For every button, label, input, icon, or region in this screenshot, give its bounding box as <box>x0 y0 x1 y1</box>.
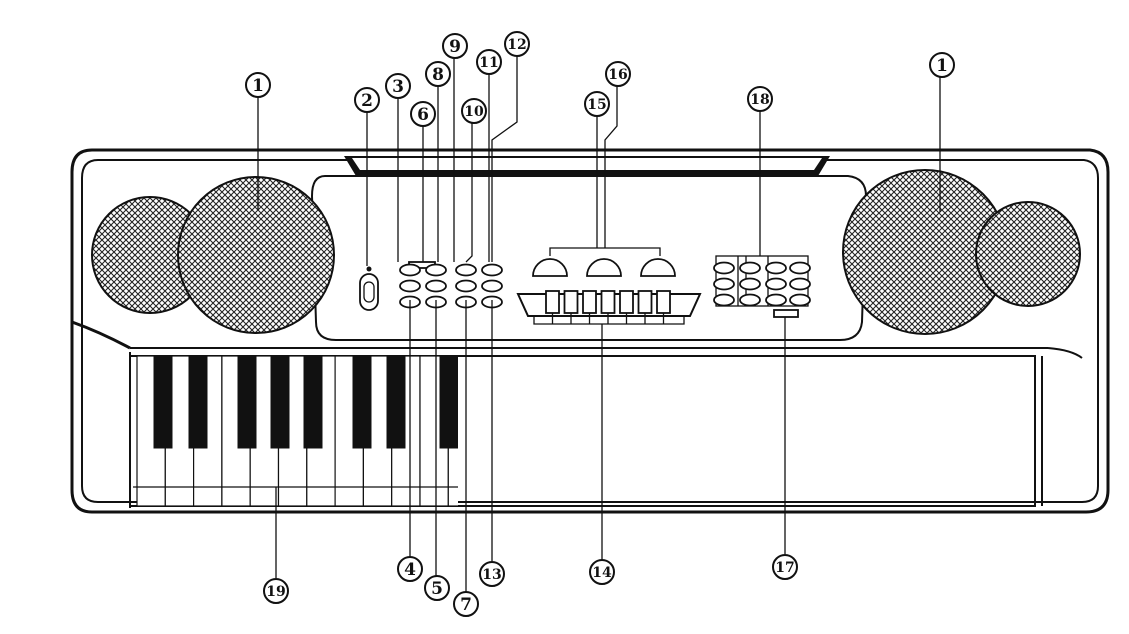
right-button-r3c3[interactable] <box>765 293 787 307</box>
right-button-r2c1[interactable] <box>713 277 735 291</box>
svg-text:16: 16 <box>608 67 627 83</box>
svg-text:6: 6 <box>417 105 429 125</box>
right-button-r1c4[interactable] <box>789 261 811 275</box>
svg-text:11: 11 <box>479 55 498 71</box>
svg-text:10: 10 <box>464 104 484 120</box>
callout-6: 6 <box>410 101 436 127</box>
dome-button-2[interactable] <box>586 258 622 277</box>
percussion-pad-6[interactable] <box>637 290 653 314</box>
svg-text:19: 19 <box>266 584 285 600</box>
callout-1-right-speaker: 1 <box>929 52 955 78</box>
right-button-r2c3[interactable] <box>765 277 787 291</box>
black-key[interactable] <box>237 356 257 449</box>
right-button-r1c2[interactable] <box>739 261 761 275</box>
callout-13: 13 <box>479 561 505 587</box>
right-button-r3c4[interactable] <box>789 293 811 307</box>
percussion-pad-5[interactable] <box>619 290 634 314</box>
svg-text:14: 14 <box>592 565 612 581</box>
music-rest <box>344 156 830 176</box>
function-button-r2c4[interactable] <box>481 279 503 293</box>
percussion-pad-3[interactable] <box>582 290 597 314</box>
callout-18: 18 <box>747 86 773 112</box>
callout-19: 19 <box>263 578 289 604</box>
svg-text:15: 15 <box>587 97 606 113</box>
percussion-pad-4[interactable] <box>600 290 616 314</box>
callout-8: 8 <box>425 61 451 87</box>
callout-3: 3 <box>385 73 411 99</box>
svg-text:7: 7 <box>460 595 472 615</box>
black-key[interactable] <box>386 356 406 449</box>
function-button-r1c3[interactable] <box>455 263 477 277</box>
callout-7: 7 <box>453 591 479 617</box>
callout-17: 17 <box>772 554 798 580</box>
function-button-r2c1[interactable] <box>399 279 421 293</box>
percussion-pad-2[interactable] <box>563 290 579 314</box>
black-key[interactable] <box>439 356 458 449</box>
right-block-tab <box>773 309 799 318</box>
svg-text:18: 18 <box>750 92 769 108</box>
right-button-r2c4[interactable] <box>789 277 811 291</box>
function-button-r1c1[interactable] <box>399 263 421 277</box>
callout-12: 12 <box>504 31 530 57</box>
svg-text:1: 1 <box>252 76 264 96</box>
right-button-block <box>713 255 811 318</box>
black-key[interactable] <box>303 356 323 449</box>
right-button-r3c2[interactable] <box>739 293 761 307</box>
right-button-r1c3[interactable] <box>765 261 787 275</box>
callout-14: 14 <box>589 559 615 585</box>
svg-text:1: 1 <box>936 56 948 76</box>
dome-buttons <box>532 247 676 277</box>
callout-1-left-speaker: 1 <box>245 72 271 98</box>
callout-labels: 1 1 2 3 4 5 6 7 8 9 10 1 <box>245 31 955 617</box>
function-button-r2c3[interactable] <box>455 279 477 293</box>
power-switch[interactable] <box>359 266 379 311</box>
black-key[interactable] <box>352 356 372 449</box>
dome-button-3[interactable] <box>640 258 676 277</box>
svg-text:3: 3 <box>392 77 404 97</box>
speaker-left <box>91 176 335 334</box>
callout-9: 9 <box>442 33 468 59</box>
svg-text:12: 12 <box>507 37 526 53</box>
leader-lines <box>257 56 941 592</box>
right-button-r3c1[interactable] <box>713 293 735 307</box>
callout-16: 16 <box>605 61 631 87</box>
keyboard-body <box>70 148 1110 514</box>
svg-text:5: 5 <box>431 579 443 599</box>
percussion-pad-strip <box>516 290 702 325</box>
piano-keys <box>136 356 458 506</box>
control-panel <box>310 175 868 341</box>
callout-15: 15 <box>584 91 610 117</box>
svg-text:8: 8 <box>432 65 444 85</box>
svg-text:2: 2 <box>361 91 373 111</box>
svg-text:9: 9 <box>449 37 461 57</box>
black-key[interactable] <box>270 356 290 449</box>
callout-4: 4 <box>397 556 423 582</box>
function-button-r1c4[interactable] <box>481 263 503 277</box>
dome-button-1[interactable] <box>532 258 568 277</box>
callout-2: 2 <box>354 87 380 113</box>
callout-5: 5 <box>424 575 450 601</box>
black-key[interactable] <box>153 356 173 449</box>
black-key[interactable] <box>188 356 208 449</box>
right-button-r2c2[interactable] <box>739 277 761 291</box>
speaker-right <box>842 169 1081 335</box>
function-button-r1c2[interactable] <box>425 263 447 277</box>
function-button-r2c2[interactable] <box>425 279 447 293</box>
svg-text:13: 13 <box>482 567 501 583</box>
svg-text:17: 17 <box>775 560 794 576</box>
right-button-r1c1[interactable] <box>713 261 735 275</box>
percussion-pad-7[interactable] <box>656 290 671 314</box>
callout-10: 10 <box>461 98 487 124</box>
svg-text:4: 4 <box>404 560 416 580</box>
callout-11: 11 <box>476 49 502 75</box>
function-buttons <box>399 261 503 309</box>
percussion-pad-1[interactable] <box>545 290 560 314</box>
